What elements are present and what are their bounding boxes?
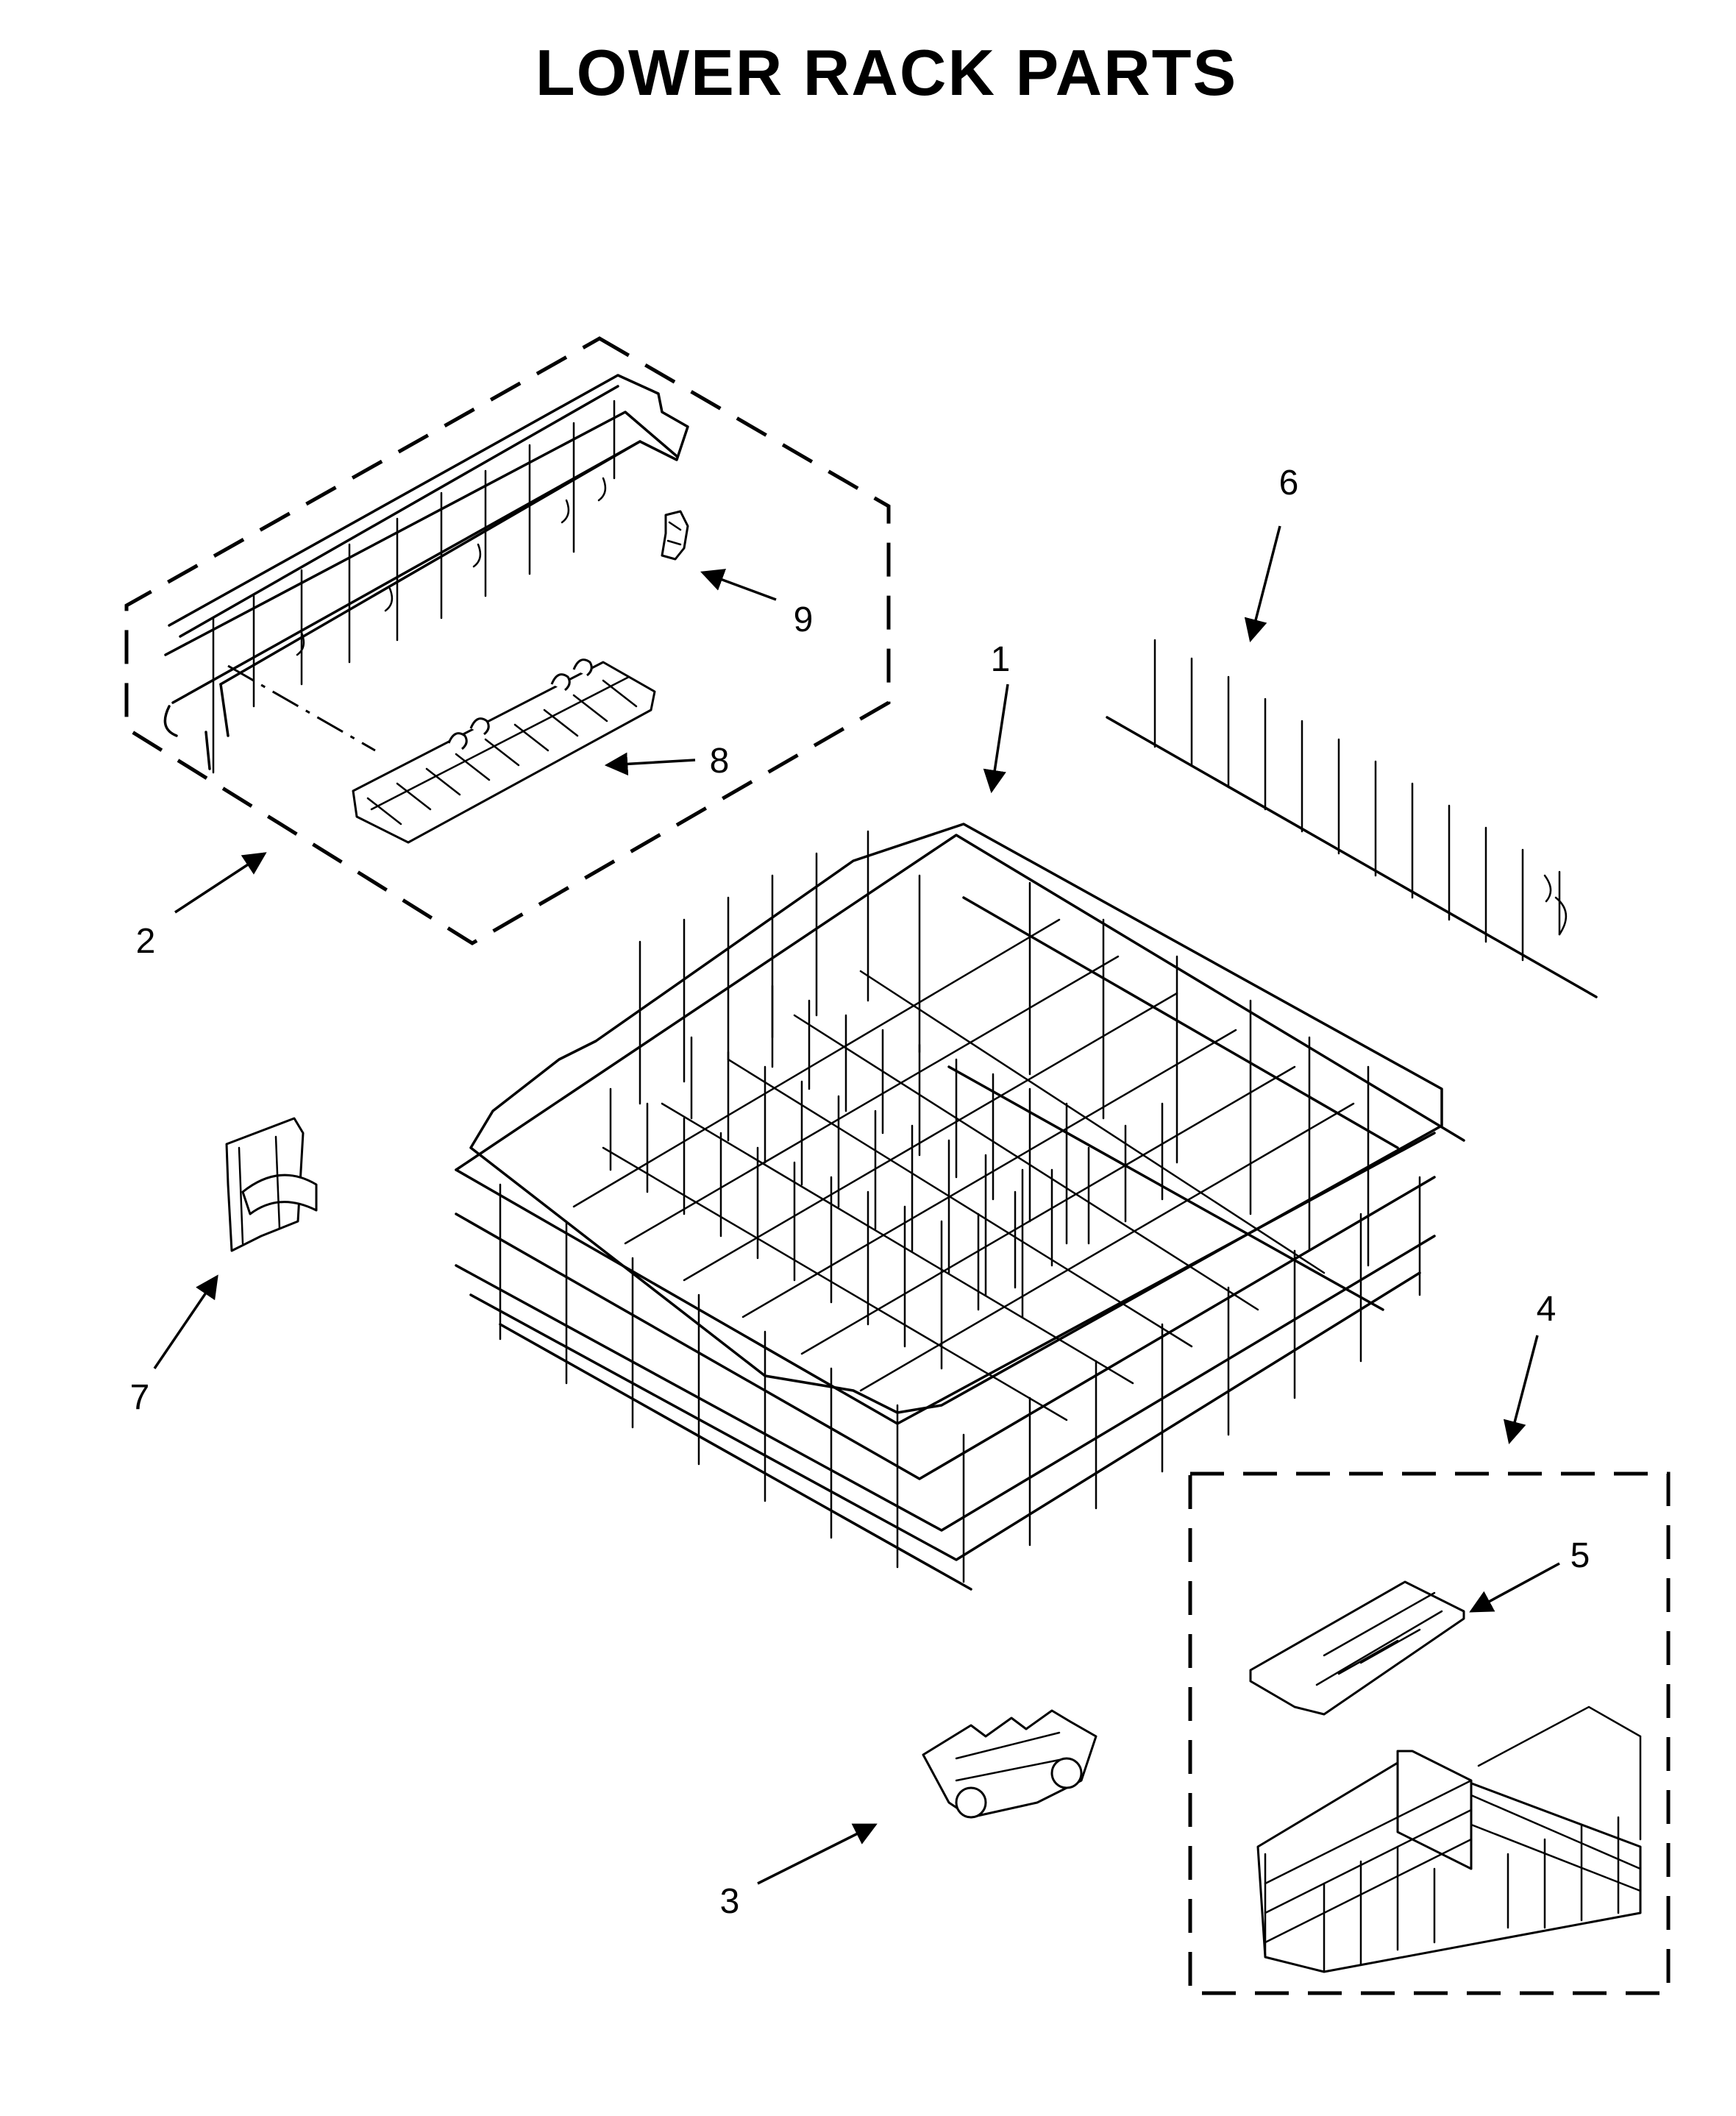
leader-4 bbox=[1503, 1335, 1539, 1445]
callout-labels: 1 2 3 4 5 6 7 8 9 bbox=[130, 464, 1590, 1921]
leader-3 bbox=[757, 1823, 878, 1885]
callout-7: 7 bbox=[130, 1378, 150, 1417]
tine-row-rack bbox=[163, 374, 689, 774]
part-3-clip bbox=[922, 1709, 1098, 1819]
leader-6 bbox=[1244, 525, 1281, 643]
leader-2 bbox=[174, 852, 267, 914]
callout-1: 1 bbox=[991, 640, 1011, 679]
part-2-group bbox=[124, 336, 891, 945]
leader-7 bbox=[153, 1274, 218, 1369]
leader-9 bbox=[700, 569, 777, 601]
callout-4: 4 bbox=[1537, 1290, 1557, 1329]
part-4-boundary bbox=[1188, 1471, 1671, 1995]
rack-tines bbox=[609, 984, 1164, 1370]
alignment-line bbox=[227, 664, 376, 752]
leader-1 bbox=[983, 684, 1009, 794]
part-5-basket-lid bbox=[1249, 1580, 1465, 1716]
callout-9: 9 bbox=[794, 600, 814, 639]
part-6-tine-row bbox=[1106, 639, 1598, 998]
callout-6: 6 bbox=[1279, 464, 1299, 503]
part-4-group bbox=[1188, 1471, 1671, 1995]
leader-arrows bbox=[153, 525, 1560, 1885]
callout-5: 5 bbox=[1570, 1536, 1590, 1575]
callout-2: 2 bbox=[136, 922, 156, 961]
part-9-clip bbox=[661, 510, 689, 561]
part-7-clip bbox=[225, 1117, 318, 1252]
leader-8 bbox=[604, 752, 696, 776]
part-2-boundary bbox=[124, 336, 891, 945]
silverware-basket bbox=[1256, 1705, 1642, 1973]
callout-8: 8 bbox=[710, 742, 730, 781]
part-1-lower-rack bbox=[455, 823, 1465, 1591]
part-8-tine-row bbox=[352, 658, 656, 844]
callout-3: 3 bbox=[720, 1882, 740, 1921]
leader-5 bbox=[1469, 1562, 1560, 1613]
page-title: LOWER RACK PARTS bbox=[535, 36, 1238, 109]
